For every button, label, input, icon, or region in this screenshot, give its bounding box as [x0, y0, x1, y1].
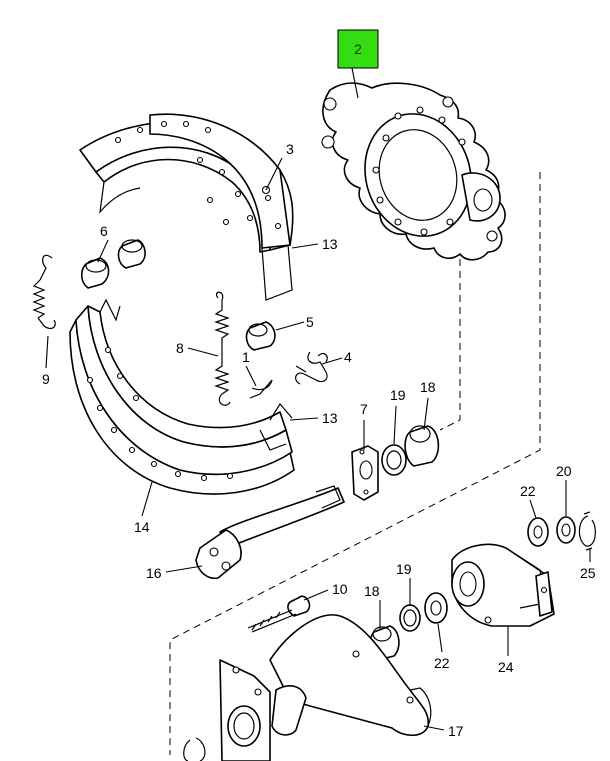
- callout-19-lower[interactable]: 19: [396, 561, 412, 577]
- callout-5[interactable]: 5: [306, 314, 314, 330]
- callout-13-upper[interactable]: 13: [322, 236, 338, 252]
- callout-19-upper[interactable]: 19: [390, 387, 406, 403]
- part-18-bushing-upper[interactable]: [404, 425, 440, 467]
- callout-22-lower[interactable]: 22: [434, 655, 450, 671]
- callout-2-label: 2: [354, 41, 362, 57]
- callout-17[interactable]: 17: [448, 723, 464, 739]
- callout-9[interactable]: 9: [42, 371, 50, 387]
- callout-10[interactable]: 10: [332, 581, 348, 597]
- callout-18-lower[interactable]: 18: [364, 583, 380, 599]
- callout-13-lower[interactable]: 13: [322, 410, 338, 426]
- callout-3[interactable]: 3: [286, 141, 294, 157]
- callout-4[interactable]: 4: [344, 349, 352, 365]
- callout-20[interactable]: 20: [556, 463, 572, 479]
- part-9-return-spring[interactable]: [32, 254, 56, 330]
- callout-8[interactable]: 8: [176, 340, 184, 356]
- callout-25[interactable]: 25: [580, 565, 596, 581]
- part-10-bolt[interactable]: [247, 595, 311, 633]
- part-24-slack-adjuster[interactable]: [451, 543, 555, 627]
- part-2-spider[interactable]: [321, 82, 506, 261]
- part-19-seal-lower[interactable]: [399, 604, 421, 632]
- part-20-washer[interactable]: [556, 516, 576, 544]
- callout-numbers: 3 13 6 9 5 8 1 4 7 19 18 13 14 16 10 18 …: [42, 141, 596, 739]
- part-3-upper-brake-shoe[interactable]: [79, 113, 294, 301]
- part-5-roller[interactable]: [245, 321, 276, 351]
- callout-2-highlight-box[interactable]: 2: [337, 29, 379, 99]
- part-22-washer-upper[interactable]: [527, 517, 549, 547]
- callout-1[interactable]: 1: [242, 349, 250, 365]
- part-25-snap-ring[interactable]: [578, 511, 596, 551]
- part-7-seal-plate[interactable]: [351, 445, 379, 501]
- part-17-camshaft-bracket[interactable]: [183, 614, 432, 761]
- callout-18-upper[interactable]: 18: [420, 379, 436, 395]
- callout-22-upper[interactable]: 22: [520, 483, 536, 499]
- part-14-lower-brake-shoe[interactable]: [69, 298, 295, 495]
- part-6-anchor-pin[interactable]: [80, 239, 146, 289]
- part-22-washer-lower[interactable]: [424, 592, 448, 624]
- part-8-shoe-spring[interactable]: [214, 291, 231, 406]
- part-16-camshaft[interactable]: [195, 485, 345, 580]
- callout-16[interactable]: 16: [146, 565, 162, 581]
- callout-leader-lines: [45, 157, 591, 731]
- callout-6[interactable]: 6: [100, 223, 108, 239]
- callout-24[interactable]: 24: [498, 659, 514, 675]
- assembly-guide-lines: [169, 172, 541, 755]
- part-1-retainer-clip[interactable]: [249, 379, 273, 399]
- part-4-spring-clip[interactable]: [295, 351, 328, 385]
- callout-14[interactable]: 14: [134, 519, 150, 535]
- part-19-seal-upper[interactable]: [381, 444, 407, 476]
- callout-7[interactable]: 7: [360, 401, 368, 417]
